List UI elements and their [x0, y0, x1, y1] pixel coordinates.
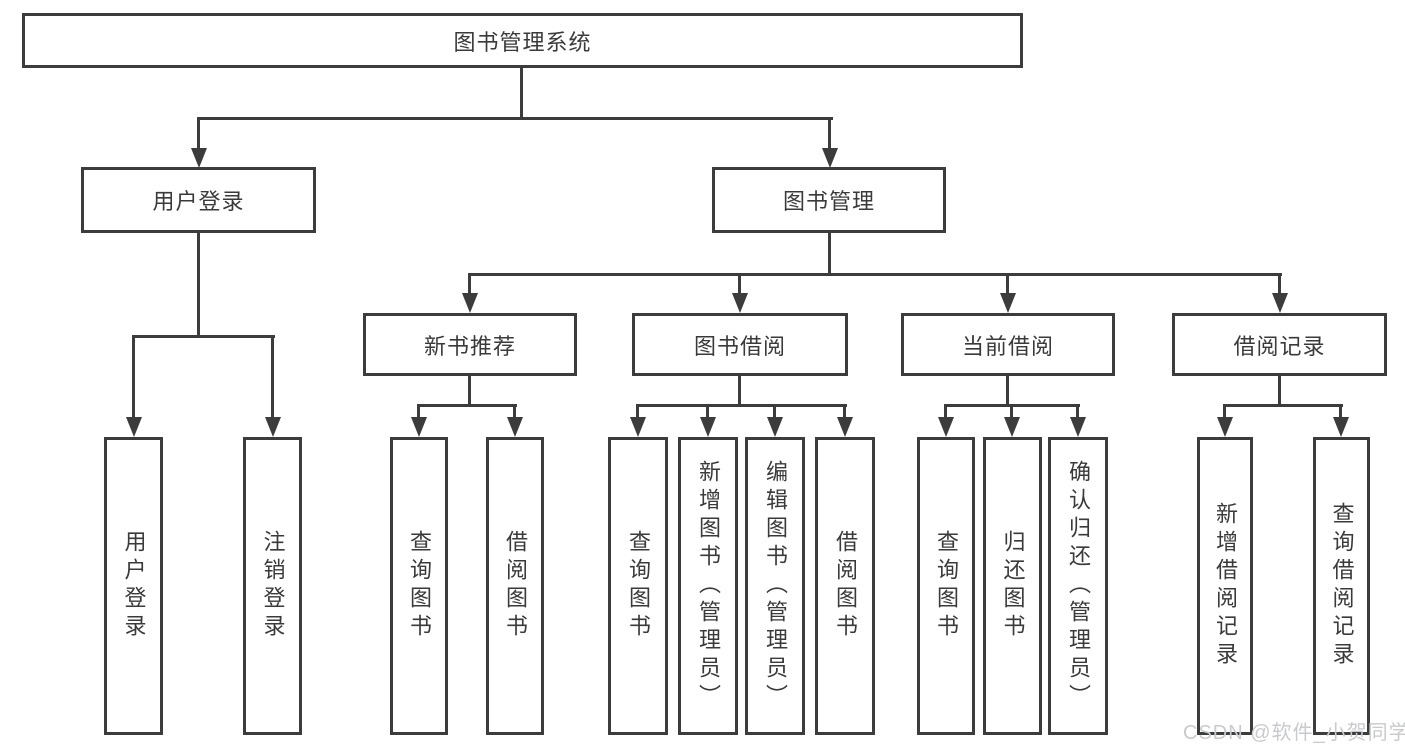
csdn-watermark: CSDN @软件_小贺同学 — [1183, 722, 1405, 744]
connector-root-split — [197, 117, 833, 120]
connector-to-leaf-logout — [271, 335, 274, 419]
leaf-confirm-return-admin: 确认归还（管理员） — [1048, 437, 1108, 735]
node-new-book-recommend: 新书推荐 — [363, 313, 577, 376]
node-book-borrow: 图书借阅 — [632, 313, 848, 376]
leaf-borrow-books: 借阅图书 — [815, 437, 875, 735]
arrow-down-icon — [1333, 417, 1349, 437]
connector-user-login-drop — [197, 232, 200, 337]
leaf-logout: 注销登录 — [243, 437, 302, 735]
leaf-add-borrow-record: 新增借阅记录 — [1197, 437, 1253, 735]
connector-root-drop — [520, 68, 523, 118]
leaf-query-borrow-record: 查询借阅记录 — [1313, 437, 1370, 735]
leaf-query-books-recommend: 查询图书 — [390, 437, 448, 735]
arrow-down-icon — [822, 148, 838, 168]
arrow-down-icon — [191, 148, 207, 168]
connector-leaf — [1339, 404, 1342, 419]
connector-book-management-drop — [828, 233, 831, 275]
connector-leaf — [944, 404, 947, 419]
node-current-borrow: 当前借阅 — [901, 313, 1115, 376]
connector-to-new-book — [468, 273, 471, 295]
arrow-down-icon — [1070, 417, 1086, 437]
connector-leaf — [636, 404, 639, 419]
arrow-down-icon — [507, 417, 523, 437]
arrow-down-icon — [1004, 417, 1020, 437]
arrow-down-icon — [837, 417, 853, 437]
connector-to-borrow-records — [1278, 273, 1281, 295]
connector-to-book-borrow — [738, 273, 741, 295]
connector-leaf — [1076, 404, 1079, 419]
arrow-down-icon — [732, 293, 748, 313]
leaf-return-book: 归还图书 — [983, 437, 1042, 735]
connector-leaf — [1010, 404, 1013, 419]
leaf-borrow-books-recommend: 借阅图书 — [486, 437, 544, 735]
arrow-down-icon — [126, 417, 142, 437]
connector-leaf — [843, 404, 846, 419]
connector-new-book-split — [417, 404, 517, 407]
connector-leaf — [417, 404, 420, 419]
arrow-down-icon — [767, 417, 783, 437]
connector-leaf — [1223, 404, 1226, 419]
connector-leaf — [773, 404, 776, 419]
arrow-down-icon — [938, 417, 954, 437]
leaf-user-login: 用户登录 — [104, 437, 163, 735]
connector-to-book-management — [828, 117, 831, 151]
connector-user-login-split — [132, 335, 275, 338]
connector-to-current-borrow — [1006, 273, 1009, 295]
node-library-management-system: 图书管理系统 — [22, 13, 1023, 68]
connector-current-borrow-drop — [1006, 376, 1009, 406]
arrow-down-icon — [411, 417, 427, 437]
arrow-down-icon — [1272, 293, 1288, 313]
connector-to-user-login — [197, 117, 200, 151]
connector-book-borrow-drop — [738, 376, 741, 406]
leaf-add-book-admin: 新增图书（管理员） — [678, 437, 738, 735]
connector-new-book-drop — [468, 376, 471, 406]
node-borrow-records: 借阅记录 — [1172, 313, 1387, 376]
leaf-query-books-current: 查询图书 — [917, 437, 975, 735]
arrow-down-icon — [462, 293, 478, 313]
arrow-down-icon — [700, 417, 716, 437]
connector-borrow-records-drop — [1278, 376, 1281, 406]
arrow-down-icon — [1000, 293, 1016, 313]
arrow-down-icon — [630, 417, 646, 437]
connector-leaf — [706, 404, 709, 419]
arrow-down-icon — [1217, 417, 1233, 437]
connector-book-management-split — [468, 273, 1282, 276]
connector-borrow-records-split — [1223, 404, 1343, 407]
arrow-down-icon — [265, 417, 281, 437]
leaf-edit-book-admin: 编辑图书（管理员） — [745, 437, 805, 735]
node-book-management: 图书管理 — [712, 167, 946, 233]
connector-to-leaf-user-login — [132, 335, 135, 419]
leaf-query-books-borrow: 查询图书 — [608, 437, 668, 735]
connector-leaf — [513, 404, 516, 419]
node-user-login: 用户登录 — [81, 167, 316, 233]
connector-book-borrow-split — [636, 404, 847, 407]
